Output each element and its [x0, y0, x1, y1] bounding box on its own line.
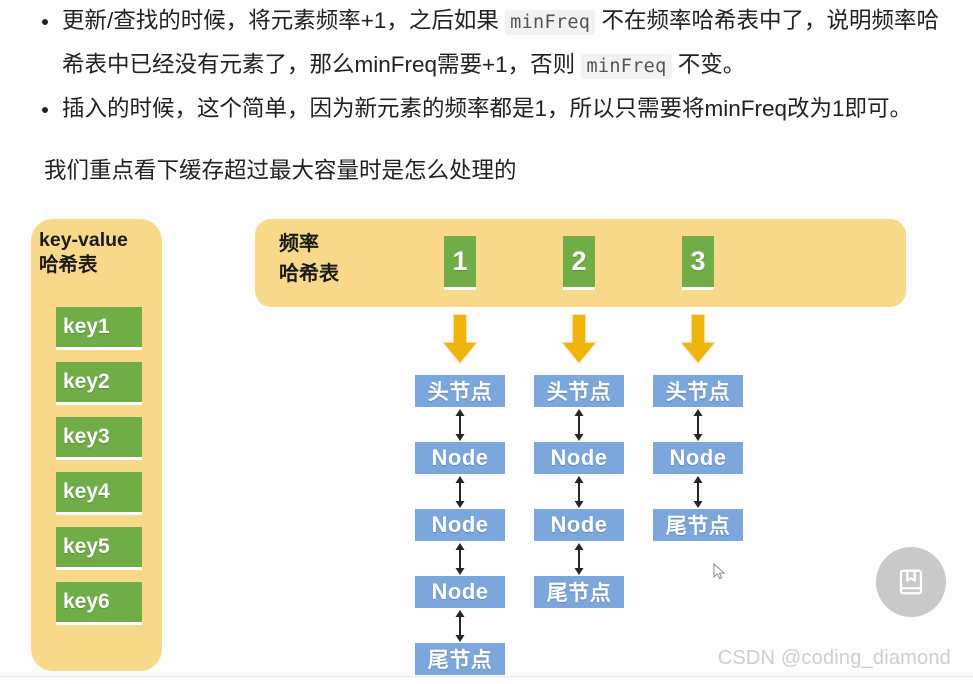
double-arrow-icon: [653, 407, 743, 442]
key-cell-label: key4: [63, 480, 110, 503]
lfu-cache-diagram: key-value 哈希表 key1 key2 key3 key4 key5 key6 频…: [0, 212, 973, 675]
list-tail-node-box: 尾节点: [415, 643, 505, 675]
frequency-list-column: 头节点 Node 尾节点: [653, 375, 743, 541]
bullet-item: 更新/查找的时候，将元素频率+1，之后如果 minFreq 不在频率哈希表中了，…: [42, 0, 951, 88]
bullet-text: 更新/查找的时候，将元素频率+1，之后如果: [62, 8, 506, 33]
freq-title-line1: 频率: [279, 233, 319, 255]
list-head-node-box: 头节点: [653, 375, 743, 407]
key-cell-label: key2: [63, 370, 110, 393]
frequency-hash-table-panel: 频率 哈希表 1 2 3: [255, 219, 906, 307]
key-value-table-title: key-value 哈希表: [39, 228, 159, 278]
list-node-box: Node: [415, 442, 505, 474]
down-arrow-icon: [559, 313, 599, 366]
list-head-node-box: 头节点: [415, 375, 505, 407]
bullet-text: 插入的时候，这个简单，因为新元素的频率都是1，所以只需要将minFreq改为1即…: [62, 96, 913, 121]
node-label: 头节点: [427, 381, 493, 404]
node-label: 尾节点: [665, 515, 731, 538]
double-arrow-icon: [653, 474, 743, 509]
list-head-node-box: 头节点: [534, 375, 624, 407]
double-arrow-icon: [534, 541, 624, 576]
bottom-divider: [0, 676, 973, 677]
node-label: 头节点: [546, 381, 612, 404]
article-body: 更新/查找的时候，将元素频率+1，之后如果 minFreq 不在频率哈希表中了，…: [0, 0, 973, 186]
bookmark-fab-button[interactable]: [876, 547, 946, 617]
frequency-bucket: 1: [444, 236, 476, 290]
kv-title-line2: 哈希表: [39, 254, 98, 276]
frequency-bucket-label: 3: [690, 246, 706, 276]
list-node-box: Node: [415, 576, 505, 608]
key-cell-label: key6: [63, 590, 110, 613]
key-cell-label: key5: [63, 535, 110, 558]
down-arrow-icon: [440, 313, 480, 366]
bookmark-book-icon: [899, 569, 923, 595]
mouse-pointer-icon: [713, 563, 726, 580]
list-node-box: Node: [415, 509, 505, 541]
key-cell-label: key3: [63, 425, 110, 448]
frequency-bucket: 2: [563, 236, 595, 290]
key-value-hash-table-panel: key-value 哈希表 key1 key2 key3 key4 key5 key6: [31, 219, 162, 671]
key-cell: key1: [56, 307, 142, 350]
down-arrow-icon: [678, 313, 718, 366]
csdn-watermark: CSDN @coding_diamond: [717, 647, 951, 669]
node-label: Node: [550, 445, 608, 470]
inline-code-minfreq: minFreq: [505, 10, 596, 35]
list-node-box: Node: [534, 442, 624, 474]
node-label: Node: [431, 579, 489, 604]
double-arrow-icon: [534, 407, 624, 442]
key-cell: key4: [56, 472, 142, 515]
list-node-box: Node: [653, 442, 743, 474]
double-arrow-icon: [415, 407, 505, 442]
frequency-bucket-label: 2: [571, 246, 587, 276]
list-tail-node-box: 尾节点: [534, 576, 624, 608]
bullet-text: 不变。: [671, 52, 746, 77]
key-cell-label: key1: [63, 315, 110, 338]
kv-title-line1: key-value: [39, 229, 128, 251]
inline-code-minfreq: minFreq: [581, 54, 672, 79]
node-label: 尾节点: [427, 649, 493, 672]
node-label: 尾节点: [546, 582, 612, 605]
node-label: Node: [550, 512, 608, 537]
double-arrow-icon: [534, 474, 624, 509]
key-cell: key3: [56, 417, 142, 460]
key-cell: key5: [56, 527, 142, 570]
double-arrow-icon: [415, 474, 505, 509]
key-cell: key2: [56, 362, 142, 405]
node-label: 头节点: [665, 381, 731, 404]
key-cell-list: key1 key2 key3 key4 key5 key6: [56, 307, 142, 637]
double-arrow-icon: [415, 541, 505, 576]
node-label: Node: [431, 445, 489, 470]
bullet-text: 不在频率哈希表中了，说明频率哈希表中已经没有元素了，那么minFreq需要+1，…: [62, 8, 940, 77]
node-label: Node: [669, 445, 727, 470]
frequency-bucket-label: 1: [452, 246, 468, 276]
freq-title-line2: 哈希表: [279, 263, 339, 285]
key-cell: key6: [56, 582, 142, 625]
double-arrow-icon: [415, 608, 505, 643]
bullet-item: 插入的时候，这个简单，因为新元素的频率都是1，所以只需要将minFreq改为1即…: [42, 88, 951, 130]
bullet-list: 更新/查找的时候，将元素频率+1，之后如果 minFreq 不在频率哈希表中了，…: [22, 0, 951, 130]
frequency-table-title: 频率 哈希表: [279, 229, 339, 289]
list-node-box: Node: [534, 509, 624, 541]
frequency-bucket: 3: [682, 236, 714, 290]
list-tail-node-box: 尾节点: [653, 509, 743, 541]
node-label: Node: [431, 512, 489, 537]
paragraph-text: 我们重点看下缓存超过最大容量时是怎么处理的: [44, 158, 517, 183]
